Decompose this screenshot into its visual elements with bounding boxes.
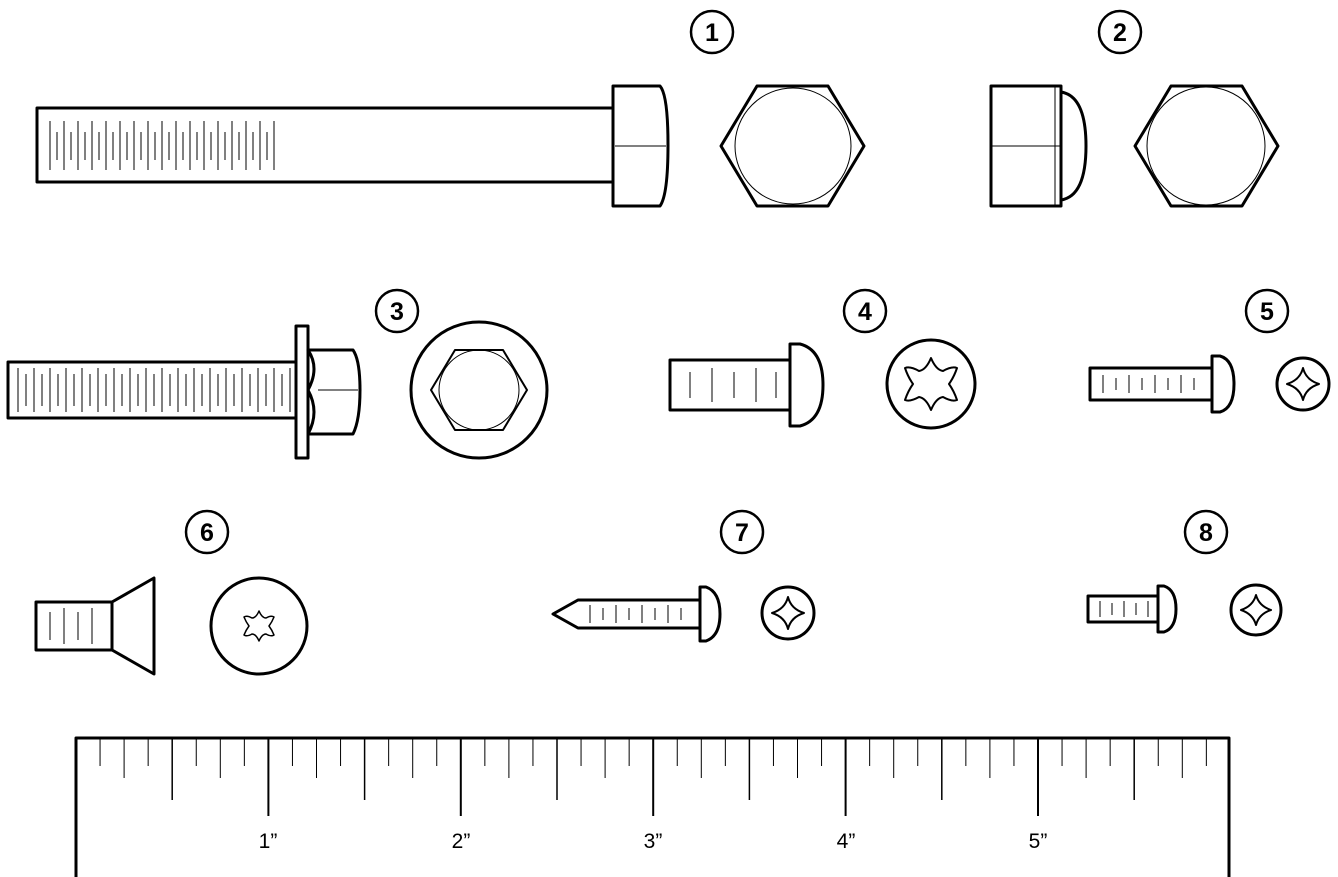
item-5-phillips-screw	[1088, 354, 1331, 414]
callout-badge-1: 1	[689, 9, 735, 55]
ruler-label-1: 1”	[259, 830, 278, 853]
bolt-3-hex-head	[306, 348, 362, 436]
acorn-nut-dome	[1059, 90, 1088, 202]
screw-5-threads	[1102, 375, 1195, 393]
bolt-3-threads	[17, 368, 291, 412]
bolt-6-countersunk-head	[110, 576, 156, 676]
bolt-4-threads	[689, 368, 777, 402]
item-3-flange-bolt	[6, 320, 549, 460]
callout-badge-4: 4	[842, 288, 888, 334]
item-4-torx-button-bolt	[668, 338, 977, 430]
callout-badge-5: 5	[1244, 288, 1290, 334]
screw-7-head	[698, 585, 722, 643]
callout-badge-3: 3	[374, 288, 420, 334]
bolt-1-shank	[35, 106, 615, 184]
callout-badge-7: 7	[719, 509, 765, 555]
callout-label-3: 3	[390, 298, 404, 326]
ruler-label-4: 4”	[837, 830, 856, 853]
phillips-drive-icon	[1240, 594, 1272, 626]
item-6-countersunk-bolt	[34, 576, 309, 676]
ruler-label-3: 3”	[644, 830, 663, 853]
callout-label-6: 6	[200, 519, 214, 547]
callout-label-5: 5	[1260, 298, 1274, 326]
screw-8-head	[1156, 584, 1178, 634]
screw-8-threads	[1099, 601, 1149, 617]
callout-label-2: 2	[1113, 19, 1127, 47]
bolt-3-flange	[294, 324, 310, 460]
bolt-4-button-head	[788, 342, 825, 428]
screw-8-shank	[1086, 594, 1160, 624]
bolt-1-threads	[49, 121, 275, 170]
callout-label-8: 8	[1199, 519, 1213, 547]
screw-7-shank	[551, 598, 702, 630]
callout-label-4: 4	[858, 298, 872, 326]
hex-nut-1-end-view	[719, 84, 866, 208]
torx-drive-icon	[904, 357, 958, 411]
item-7-tapping-screw	[551, 585, 816, 643]
item-8-short-phillips-screw	[1086, 583, 1283, 637]
bolt-6-threads	[49, 608, 93, 644]
callout-label-7: 7	[735, 519, 749, 547]
bolt-3-shank	[6, 360, 298, 420]
item-1-hex-bolt	[35, 84, 866, 208]
callout-badge-8: 8	[1183, 509, 1229, 555]
phillips-drive-icon	[771, 596, 805, 630]
acorn-nut-end-view	[1133, 84, 1280, 208]
ruler-label-2: 2”	[452, 830, 471, 853]
ruler-ticks	[99, 738, 1207, 816]
item-2-acorn-nut	[989, 84, 1280, 208]
inch-ruler: 1” 2” 3” 4” 5”	[74, 736, 1231, 877]
callout-label-1: 1	[705, 19, 719, 47]
ruler-label-5: 5”	[1029, 830, 1048, 853]
phillips-drive-icon	[1286, 367, 1320, 401]
screw-7-threads	[589, 605, 682, 623]
bolt-6-shank	[34, 600, 114, 652]
torx-drive-icon-small	[243, 610, 275, 642]
screw-5-head	[1210, 354, 1236, 414]
callout-badge-6: 6	[184, 509, 230, 555]
bolt-4-shank	[668, 358, 792, 412]
callout-badge-2: 2	[1097, 9, 1143, 55]
